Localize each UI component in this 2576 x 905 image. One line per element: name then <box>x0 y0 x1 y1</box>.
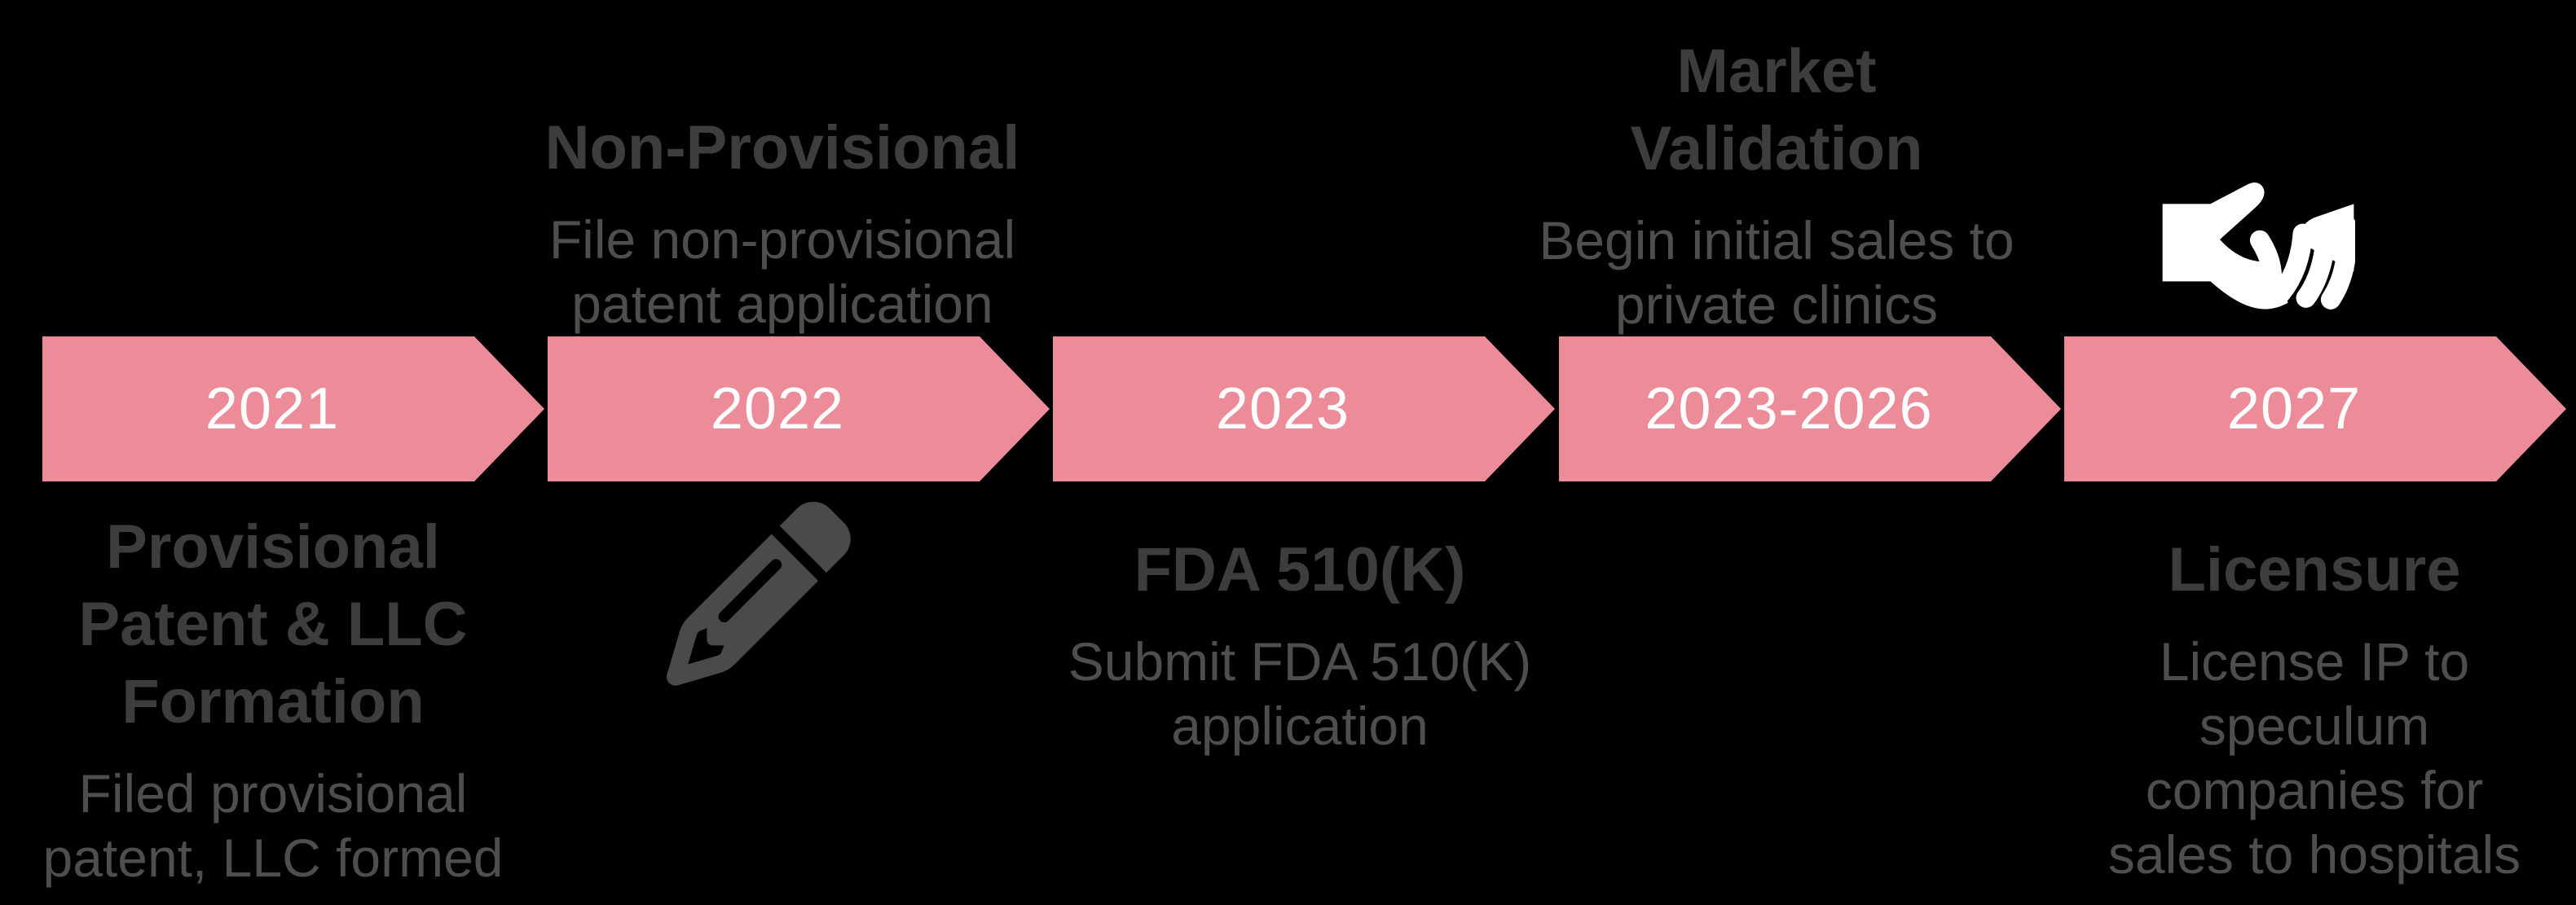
year-label: 2023 <box>1215 376 1350 442</box>
milestone-title: FDA 510(K) <box>1134 535 1466 604</box>
handshake-icon <box>2161 181 2355 321</box>
milestone-text-2023-2026: Market Validation Begin initial sales to… <box>1532 18 2021 352</box>
year-label: 2027 <box>2226 376 2362 442</box>
year-label: 2022 <box>710 376 845 442</box>
milestone-title: Licensure <box>2168 535 2461 604</box>
milestone-description: File non-provisional patent application <box>548 209 1016 334</box>
timeline-arrow-2023: 2023 <box>1053 336 1555 481</box>
milestone-text-2027: Licensure License IP to speculum compani… <box>2094 516 2534 902</box>
milestone-description: Filed provisional patent, LLC formed <box>42 763 504 888</box>
year-label: 2021 <box>205 376 340 442</box>
timeline-arrow-2027: 2027 <box>2064 336 2566 481</box>
milestone-title: Provisional Patent & LLC Formation <box>78 512 468 736</box>
milestone-description: License IP to speculum companies for sal… <box>2107 631 2521 885</box>
timeline-arrow-2023-2026: 2023-2026 <box>1559 336 2061 481</box>
milestone-text-2022: Non-Provisional File non-provisional pat… <box>522 94 1043 351</box>
timeline-arrow-2022: 2022 <box>548 336 1050 481</box>
milestone-title: Non-Provisional <box>544 113 1020 182</box>
timeline-arrow-2021: 2021 <box>42 336 544 481</box>
milestone-text-2021: Provisional Patent & LLC Formation Filed… <box>37 494 509 905</box>
year-label: 2023-2026 <box>1645 376 1933 442</box>
milestone-description: Begin initial sales to private clinics <box>1539 210 2015 335</box>
pencil-icon <box>667 502 851 686</box>
milestone-title: Market Validation <box>1630 37 1923 183</box>
milestone-text-2023: FDA 510(K) Submit FDA 510(K) application <box>1063 516 1536 773</box>
milestone-description: Submit FDA 510(K) application <box>1068 631 1532 756</box>
